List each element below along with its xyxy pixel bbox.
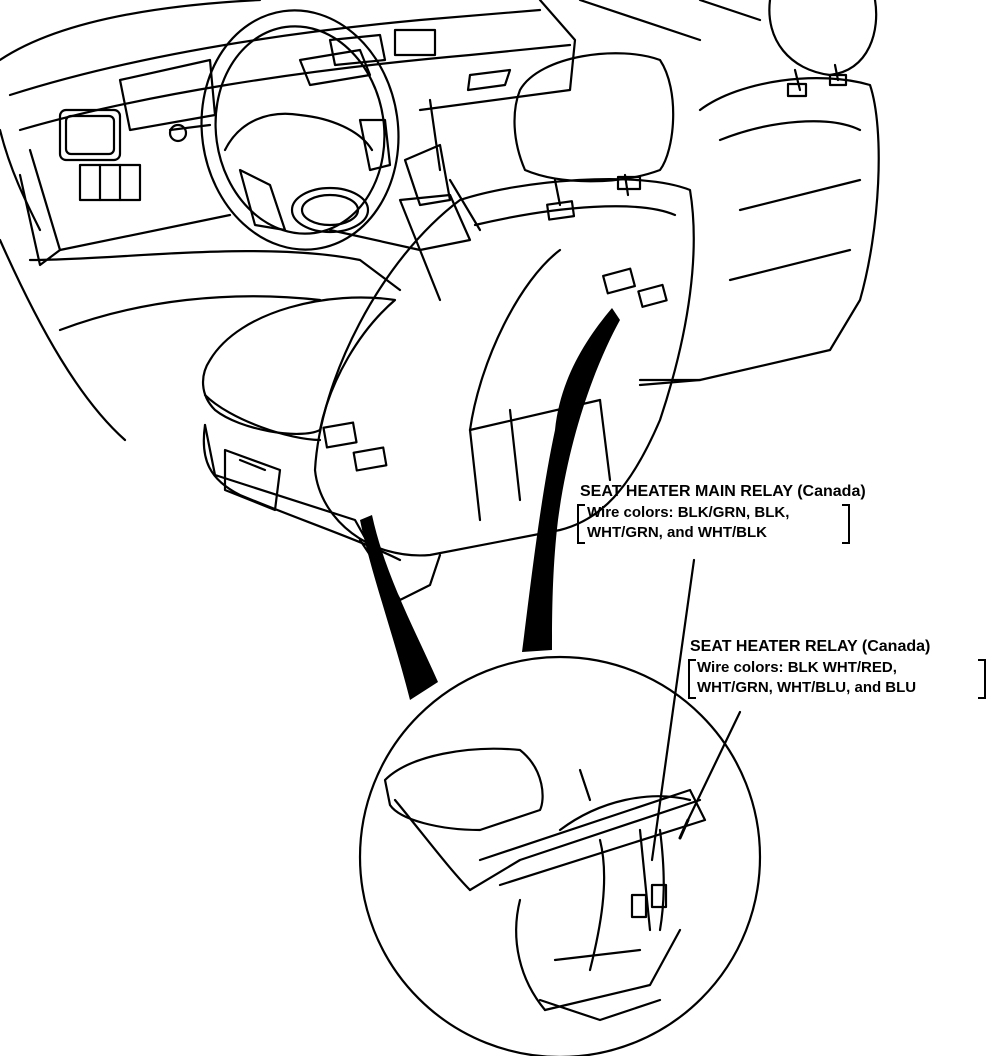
relay-bracket-left [688, 659, 696, 699]
passenger-seat [638, 0, 880, 387]
inset-seat-detail [383, 747, 707, 1022]
dashboard [0, 0, 577, 267]
main-relay-wire-line1: Wire colors: BLK/GRN, BLK, [587, 504, 790, 521]
relay-wire-line1: Wire colors: BLK WHT/RED, [697, 659, 897, 676]
main-relay-bracket-right [842, 504, 850, 544]
relay-wire-line2: WHT/GRN, WHT/BLU, and BLU [697, 679, 917, 696]
driver-headrest [513, 52, 675, 221]
console [328, 143, 482, 302]
floor [0, 0, 762, 442]
wedge-left [360, 515, 438, 700]
leader-main-relay [650, 558, 696, 862]
detail-circle [358, 655, 762, 1059]
leader-relay [686, 710, 742, 822]
wedge-right [522, 308, 620, 652]
relay-bracket-right [978, 659, 986, 699]
main-relay-title: SEAT HEATER MAIN RELAY (Canada) [580, 483, 866, 500]
main-relay-bracket-left [577, 504, 585, 544]
main-relay-wire-line2: WHT/GRN, and WHT/BLK [587, 524, 767, 541]
relay-title: SEAT HEATER RELAY (Canada) [690, 638, 931, 655]
steering-wheel [168, 9, 400, 251]
